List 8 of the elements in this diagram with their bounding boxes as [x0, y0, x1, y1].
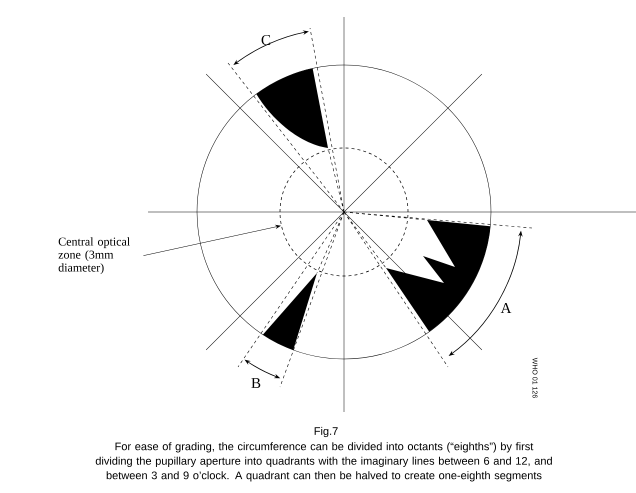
zone-label: Central optical zone (3mm diameter)	[58, 237, 130, 274]
optical-zone-circle	[280, 148, 408, 276]
figure-title: Fig.7	[314, 426, 338, 438]
leader-line	[143, 224, 281, 256]
figure-caption: For ease of grading, the circumference can be divided into octants (“eighths”) by first dividing the pupillary aperture into quadrants with the imaginary lines between 6 and 12, and between 3 and 9 o’clock. A quadrant can then be halved to create one-eighth segments	[96, 442, 552, 482]
segment-letter: A	[500, 303, 512, 313]
segment-letter: C	[262, 34, 270, 46]
segment-letter: B	[251, 378, 260, 388]
